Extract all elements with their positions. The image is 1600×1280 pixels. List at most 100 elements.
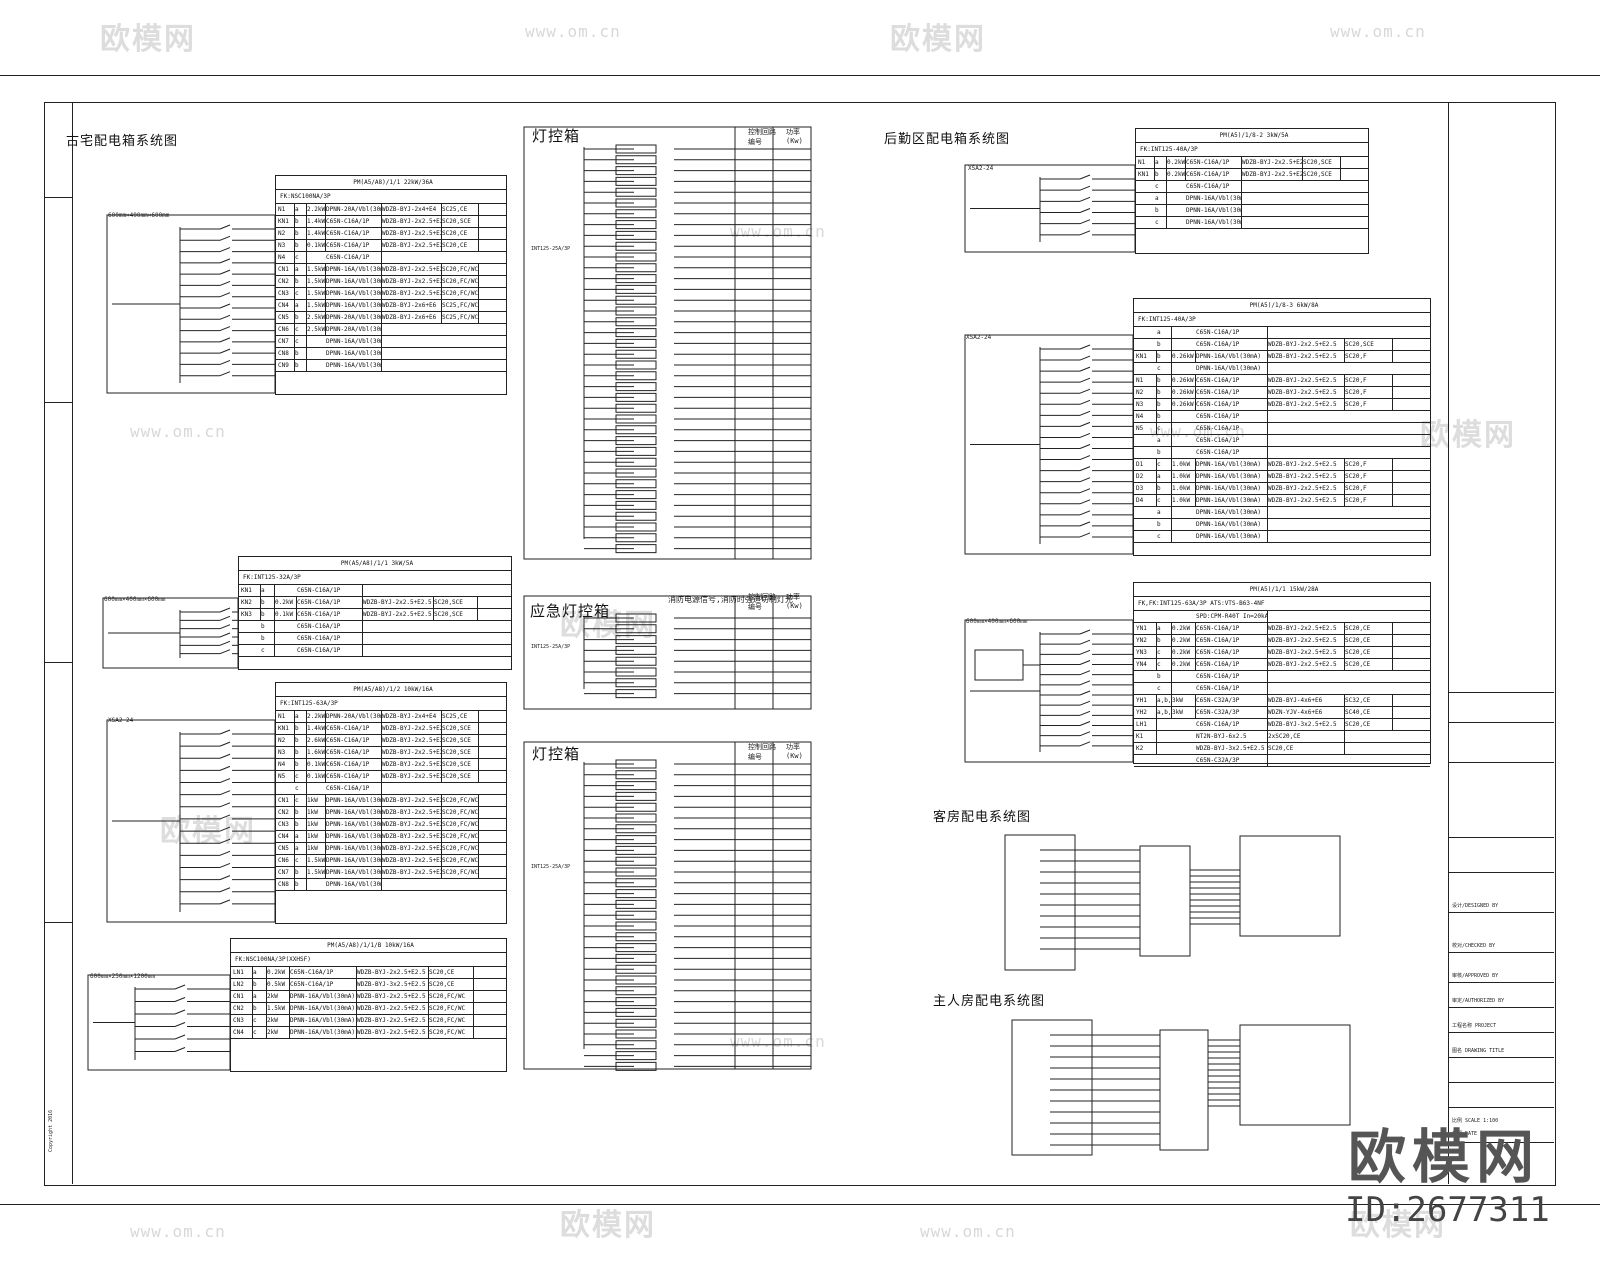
phase: a — [1157, 623, 1172, 634]
circuit-row: YH1a,b,c3kWC65N-C32A/3PWDZB-BYJ-4x6+E6SC… — [1134, 695, 1430, 707]
circuit-id: CN1 — [278, 264, 295, 275]
cable: WDZB-BYJ-2x2.5+E2.5 — [1268, 399, 1345, 410]
breaker: C65N-C16A/1P — [1196, 719, 1268, 730]
power: 1.5kW — [307, 264, 326, 275]
power: 2.5kW — [307, 312, 326, 323]
breaker: C65N-C16A/1P — [1186, 157, 1242, 168]
breaker: DPNN-16A/Vbl(30mA) — [326, 807, 382, 818]
light-box-1-contactor — [616, 426, 656, 434]
power: 0.2kW — [1172, 623, 1196, 634]
guestroom-light-box — [1240, 836, 1340, 936]
cable: WDZB-BYJ-2x2.5+E2.5 — [382, 807, 442, 818]
p7-feeder-enclosure — [965, 620, 1133, 762]
breaker: DPNN-16A/Vbl(30mA) — [326, 819, 382, 830]
cable: WDZB-BYJ-2x2.5+E2.5 — [382, 216, 442, 227]
circuit-row: N3b0.1kWC65N-C16A/1PWDZB-BYJ-2x2.5+E2.5S… — [276, 240, 506, 252]
light-box-1-contactor — [616, 383, 656, 391]
phase: b — [295, 312, 307, 323]
power: 0.5kW — [267, 979, 290, 990]
p6-feeder-switch — [1080, 411, 1090, 415]
breaker: C65N-C16A/1P — [297, 621, 363, 632]
light-box-1-contactor — [616, 264, 656, 272]
panel-main-breaker: FK:NSC100NA/3P(XXHSF) — [231, 953, 506, 967]
conduit: SC20,SCE — [442, 735, 479, 746]
breaker: C65N-C16A/1P — [1196, 339, 1268, 350]
light-box-2-contactor — [616, 825, 656, 833]
light-box-2-contactor — [616, 803, 656, 811]
conduit: SC20,FC/WC — [429, 1003, 474, 1014]
phase: c — [1157, 423, 1172, 434]
circuit-id: LH1 — [1136, 719, 1157, 730]
panel-name: PM(A5)/1/8-2 3kW/5A — [1136, 129, 1368, 143]
watermark-logo: 欧模网 — [890, 22, 986, 57]
p1-feeder-switch — [220, 372, 230, 376]
circuit-row: N1a0.2kWC65N-C16A/1PWDZB-BYJ-2x2.5+E2.5S… — [1136, 157, 1368, 169]
circuit-row: C65N-C32A/3P — [1134, 755, 1430, 767]
conduit: SC20,SCE — [1303, 169, 1341, 180]
circuit-row: N1a2.2kWDPNN-20A/Vbl(30mA)WDZB-BYJ-2x4+E… — [276, 204, 506, 216]
phase: b — [1157, 411, 1172, 422]
breaker: DPNN-16A/Vbl(30mA) — [326, 795, 382, 806]
cable: WDZB-BYJ-3x2.5+E2.5 — [1268, 719, 1345, 730]
light-box-2-contactor — [616, 1019, 656, 1027]
p6-feeder-switch — [1080, 489, 1090, 493]
p1-feeder-switch — [220, 259, 230, 263]
circuit-id: KN3 — [241, 609, 261, 620]
breaker: SPD:CPM-R40T In=20kA(8/20μs) C65N-C16A/1… — [1196, 611, 1268, 622]
cable: WDZB-BYJ-2x2.5+E2.5 — [357, 967, 429, 978]
cable: SC20,CE — [1268, 743, 1345, 754]
p3-feeder-switch — [220, 791, 230, 795]
conduit: SC20,CE — [1345, 635, 1393, 646]
em-col-power-header: 功率 (Kw) — [786, 593, 803, 610]
power: 1.5kW — [307, 855, 326, 866]
power: 0.2kW — [1172, 635, 1196, 646]
power: 0.2kW — [275, 597, 297, 608]
watermark-url: www.om.cn — [130, 422, 226, 441]
cable: WDZB-BYJ-2x2.5+E2.5 — [382, 747, 442, 758]
conduit: SC25,FC/WC — [442, 300, 479, 311]
light-box-1-contactor — [616, 545, 656, 553]
p3-feeder-switch — [220, 730, 230, 734]
circuit-id: CN7 — [278, 336, 295, 347]
light-box-2-contactor — [616, 954, 656, 962]
light-box-1-contactor — [616, 318, 656, 326]
phase: a — [295, 264, 307, 275]
light-box-2-contactor — [616, 782, 656, 790]
phase: b — [295, 879, 307, 890]
phase: b — [1155, 169, 1167, 180]
breaker: C65N-C16A/1P — [326, 759, 382, 770]
p1-feeder-switch — [220, 248, 230, 252]
circuit-id: CN6 — [278, 324, 295, 335]
panel-name: PM(A5/A8)/1/1/B 10kW/16A — [231, 939, 506, 953]
circuit-row: YH2a,b,c3kWC65N-C32A/3PWDZN-YJV-4x6+E6SC… — [1134, 707, 1430, 719]
circuit-id: N5 — [278, 771, 295, 782]
light2-col-loop-header: 控制回路 编号 — [748, 743, 776, 761]
title-master-room-panel: 主人房配电系统图 — [933, 994, 1046, 1009]
phase: b — [1157, 635, 1172, 646]
breaker: DPNN-16A/Vbl(30mA) — [1196, 519, 1268, 530]
power: 1.5kW — [267, 1003, 290, 1014]
phase: b — [295, 747, 307, 758]
p7-feeder-switch — [1080, 742, 1090, 746]
cable: WDZB-BYJ-2x2.5+E2.5 — [357, 1003, 429, 1014]
light-box-2-contactor — [616, 976, 656, 984]
breaker: DPNN-16A/Vbl(30mA) — [326, 843, 382, 854]
phase: a — [1157, 471, 1172, 482]
phase: a — [1157, 507, 1172, 518]
circuit-row: CN1a1.5kWDPNN-16A/Vbl(30mA)WDZB-BYJ-2x2.… — [276, 264, 506, 276]
power: 0.26kW — [1172, 387, 1196, 398]
p7-feeder-switch — [1080, 701, 1090, 705]
phase: b — [1157, 519, 1172, 530]
circuit-id: CN4 — [233, 1027, 253, 1038]
breaker: C65N-C16A/1P — [1196, 683, 1268, 694]
